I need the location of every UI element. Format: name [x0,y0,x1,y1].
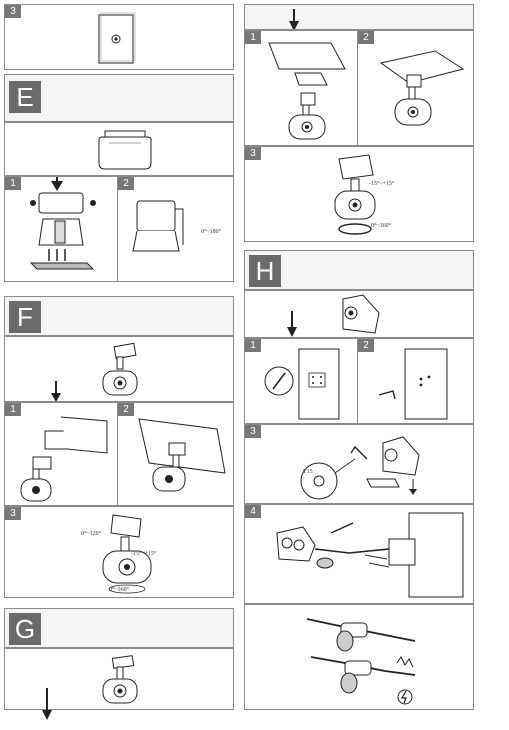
panel-f-step-3: 3 0°~120° -15°~+15° 0°~360° [4,506,234,598]
panel-h-intro [244,290,474,338]
step-number: 2 [118,403,134,416]
drill-template-illustration [264,348,340,420]
adhesive-mount-attached-illustration [138,418,226,492]
section-header-e: E [4,74,234,122]
panel-mount-step-3: 3 -15°~+15° 0°~360° [244,146,474,242]
camera-bracket-exploded-illustration [29,177,96,270]
panel-step-3-plate: 3 [4,4,234,70]
step-number: 1 [5,177,21,190]
panel-mount-steps: 1 2 [244,30,474,146]
drilled-wall-illustration [378,348,448,420]
section-letter-e: E [9,81,41,113]
camera-front-illustration [98,130,152,170]
step-number: 2 [118,177,134,190]
step-number: 2 [358,339,374,352]
section-letter-g: G [9,613,41,645]
cable-connection-illustration [306,618,416,705]
down-arrow-icon [287,311,297,337]
wall-bracket-exploded-illustration [300,436,420,500]
step-number: 3 [245,425,261,438]
step-number: 1 [5,403,21,416]
step-number: 3 [5,507,21,520]
rotate-angle-label: 0°~360° [371,223,392,229]
tool-label: T15 [303,469,313,475]
adjustable-camera-illustration [102,514,152,594]
mounting-plate-illustration [98,12,136,64]
panel-h-step-3: 3 T15 [244,424,474,504]
tilt-angle-label: 0°~120° [81,531,102,537]
down-arrow-icon [42,688,52,720]
panel-wiring [244,604,474,710]
panel-h-steps: 1 2 [244,338,474,424]
adjustable-camera-illustration [334,154,376,235]
adhesive-mount-exploded-illustration [20,416,108,502]
down-arrow-icon [51,381,61,401]
adhesive-pad-attached-illustration [379,50,465,126]
rotation-angle-label: 0°~180° [201,229,222,235]
camera-bracket-assembled-illustration [132,200,184,252]
dome-camera-illustration [102,655,138,704]
panel-e-steps: 1 2 0°~180° [4,176,234,282]
section-header-f: F [4,296,234,336]
step-number: 2 [358,31,374,44]
panel-f-steps: 1 2 [4,402,234,506]
panel-e-intro [4,122,234,176]
section-header-h: H [244,250,474,290]
panel-top-band [244,4,474,30]
step-number: 1 [245,31,261,44]
step-number: 4 [245,505,261,518]
adhesive-pad-exploded-illustration [268,42,346,140]
wall-mounted-camera-illustration [276,512,464,598]
swivel-angle-label: -15°~+15° [369,181,395,187]
wall-camera-illustration [342,294,380,334]
step-number: 3 [245,147,261,160]
panel-f-intro [4,336,234,402]
section-letter-f: F [9,301,41,333]
panel-h-step-4: 4 [244,504,474,604]
down-arrow-icon [289,9,299,29]
swivel-angle-label: -15°~+15° [131,551,157,557]
rotate-angle-label: 0°~360° [109,587,130,593]
dome-camera-illustration [102,342,138,396]
step-number: 3 [5,5,21,18]
section-header-g: G [4,608,234,648]
step-number: 1 [245,339,261,352]
panel-g-intro [4,648,234,710]
section-letter-h: H [249,255,281,287]
